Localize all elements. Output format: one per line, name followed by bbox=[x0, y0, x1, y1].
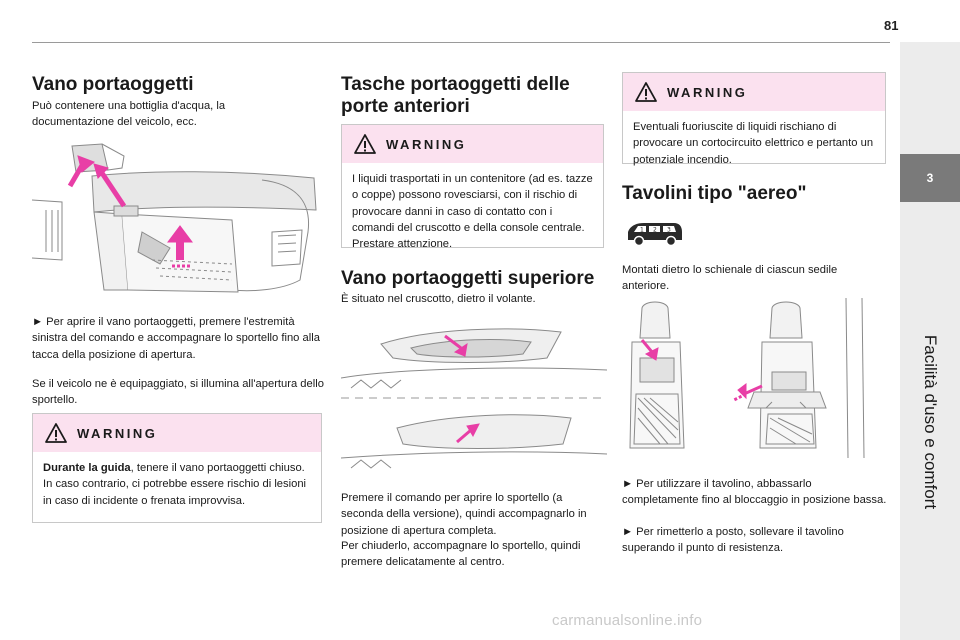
warning-header: WARNING bbox=[342, 125, 603, 163]
warning-triangle-icon bbox=[635, 82, 657, 102]
watermark: carmanualsonline.info bbox=[552, 612, 703, 629]
warning-bold: Durante la guida bbox=[43, 462, 131, 474]
tables-title: Tavolini tipo "aereo" bbox=[622, 183, 807, 204]
glovebox-step-1: ► Per aprire il vano portaoggetti, preme… bbox=[32, 316, 320, 361]
upper-storage-illustration bbox=[340, 318, 608, 486]
warning-header: WARNING bbox=[623, 73, 885, 111]
warning-text: , tenere il vano portaoggetti chiuso. In… bbox=[43, 462, 307, 507]
svg-text:1: 1 bbox=[640, 227, 644, 234]
tables-intro: Montati dietro lo schienale di ciascun s… bbox=[622, 264, 838, 293]
chapter-tab bbox=[900, 42, 960, 640]
warning-heading: WARNING bbox=[77, 425, 158, 441]
liquid-warning: WARNING Eventuali fuoriuscite di liquidi… bbox=[622, 72, 886, 166]
svg-text:2: 2 bbox=[653, 227, 657, 234]
warning-heading: WARNING bbox=[386, 136, 467, 152]
svg-text:3: 3 bbox=[667, 227, 671, 234]
tables-step-2: ► Per rimetterlo a posto, sollevare il t… bbox=[622, 526, 844, 555]
upper-storage-intro: È situato nel cruscotto, dietro il volan… bbox=[341, 293, 536, 305]
warning-body: Eventuali fuoriuscite di liquidi rischia… bbox=[633, 121, 874, 166]
warning-body: Durante la guida, tenere il vano portaog… bbox=[33, 452, 321, 517]
header-rule bbox=[32, 42, 890, 43]
glovebox-warning: WARNING Durante la guida, tenere il vano… bbox=[32, 413, 322, 523]
warning-triangle-icon bbox=[354, 134, 376, 154]
door-pockets-title: Tasche portaoggetti delle porte anterior… bbox=[341, 74, 570, 118]
van-icon: 1 2 3 bbox=[628, 223, 682, 247]
door-pockets-warning: WARNING I liquidi trasportati in un cont… bbox=[341, 124, 604, 250]
glovebox-illustration bbox=[31, 140, 322, 306]
tables-step-1: ► Per utilizzare il tavolino, abbassarlo… bbox=[622, 478, 887, 507]
chapter-title: Facilità d'uso e comfort bbox=[921, 334, 940, 510]
warning-triangle-icon bbox=[45, 423, 67, 443]
warning-heading: WARNING bbox=[667, 84, 748, 100]
upper-storage-step-2: Per chiuderlo, accompagnare lo sportello… bbox=[341, 540, 581, 569]
glovebox-title: Vano portaoggetti bbox=[32, 74, 194, 95]
upper-storage-title: Vano portaoggetti superiore bbox=[341, 268, 595, 289]
warning-header: WARNING bbox=[33, 414, 321, 452]
upper-storage-step-1: Premere il comando per aprire lo sportel… bbox=[341, 492, 587, 537]
page-number: 81 bbox=[884, 18, 899, 33]
chapter-number: 3 bbox=[900, 154, 960, 202]
glovebox-intro: Può contenere una bottiglia d'acqua, la … bbox=[32, 100, 226, 129]
warning-body: I liquidi trasportati in un contenitore … bbox=[352, 173, 593, 251]
tables-illustration bbox=[622, 297, 888, 459]
glovebox-step-2: Se il veicolo ne è equipaggiato, si illu… bbox=[32, 378, 324, 407]
